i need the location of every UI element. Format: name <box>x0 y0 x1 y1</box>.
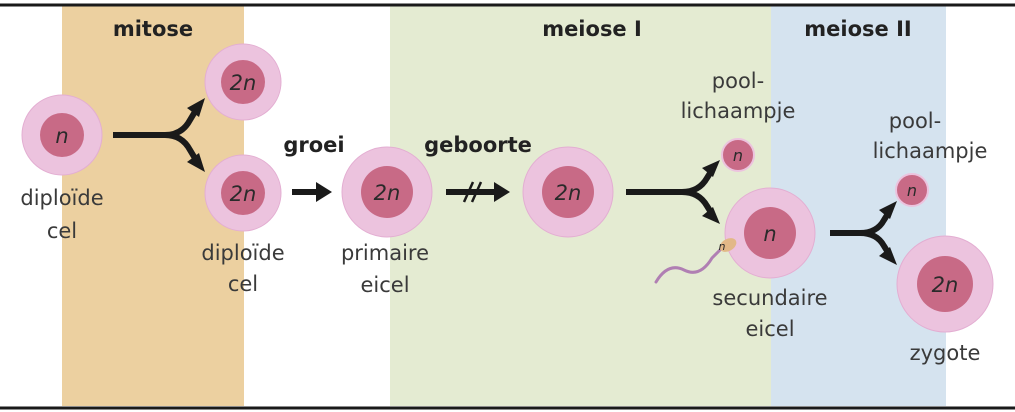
phase-meiosis2-label: meiose II <box>804 17 911 41</box>
primary-egg-ploidy: 2n <box>374 181 401 205</box>
zygote-cell: 2n <box>896 235 994 333</box>
after-birth-cell: 2n <box>522 146 614 238</box>
meiosis2-fork-arrow <box>830 201 897 265</box>
zygote-ploidy: 2n <box>932 273 959 297</box>
polar-body-2-label-1: pool- <box>889 109 941 133</box>
polar-body-1-label-2: lichaampje <box>681 99 796 123</box>
step-birth-label: geboorte <box>424 133 532 157</box>
start-cell-ploidy: n <box>55 124 68 148</box>
step-growth-label: groei <box>283 133 344 157</box>
secondary-egg-ploidy: n <box>763 222 776 246</box>
birth-arrow <box>446 181 510 203</box>
start-cell-label-1: diploïde <box>20 186 103 210</box>
polar-body-1-label-1: pool- <box>712 69 764 93</box>
phase-mitosis-label: mitose <box>113 17 193 41</box>
growth-arrow <box>292 182 332 202</box>
polar-body-2: n <box>895 173 929 207</box>
start-cell: n <box>21 94 103 176</box>
polar-body-2-label-2: lichaampje <box>873 139 988 163</box>
meiosis1-fork-arrow <box>626 160 720 224</box>
secondary-egg-cell: n <box>724 187 816 279</box>
phase-meiosis1-label: meiose I <box>542 17 642 41</box>
polar-body-1-ploidy: n <box>733 146 743 165</box>
mitosis-fork-arrow <box>113 98 205 172</box>
mitosis-bottom-cell: 2n <box>204 154 282 232</box>
sperm-ploidy: n <box>719 240 726 253</box>
polar-body-2-ploidy: n <box>907 181 917 200</box>
primary-egg-cell: 2n <box>341 146 433 238</box>
after-birth-ploidy: 2n <box>555 181 582 205</box>
primary-egg-label-1: primaire <box>341 241 429 265</box>
zygote-label: zygote <box>910 341 981 365</box>
mitosis-top-cell: 2n <box>204 43 282 121</box>
sperm-cell: n <box>654 238 737 284</box>
mitosis-bottom-ploidy: 2n <box>230 182 257 206</box>
start-cell-label-2: cel <box>47 219 77 243</box>
secondary-egg-label-2: eicel <box>745 317 794 341</box>
mitosis-top-ploidy: 2n <box>230 71 257 95</box>
mitosis-bottom-label-2: cel <box>228 272 258 296</box>
polar-body-1: n <box>721 138 755 172</box>
secondary-egg-label-1: secundaire <box>712 286 827 310</box>
primary-egg-label-2: eicel <box>360 273 409 297</box>
mitosis-bottom-label-1: diploïde <box>201 241 284 265</box>
